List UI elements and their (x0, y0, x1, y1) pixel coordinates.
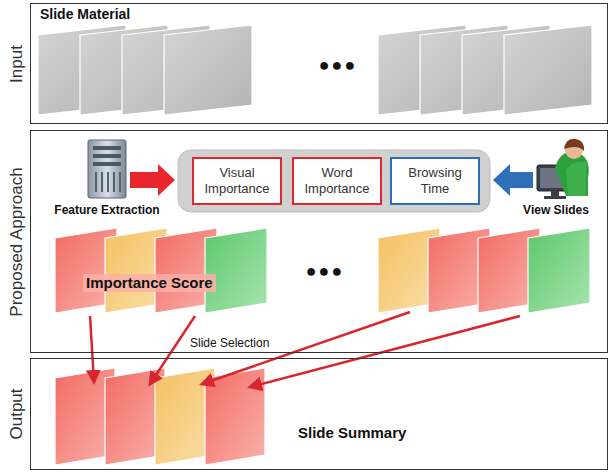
slide-thumbnail (164, 25, 252, 115)
slide-icons (38, 25, 592, 465)
section-panel: OutputSlide Summary (3, 358, 608, 470)
slide-thumbnail (504, 25, 592, 115)
user-icon (537, 139, 589, 199)
server-icon (88, 140, 126, 198)
annotation-label: View Slides (523, 203, 589, 217)
slide-thumbnail (205, 228, 267, 313)
ellipsis: ●●● (306, 261, 345, 283)
selection-arrows (90, 312, 520, 387)
input-arrow (130, 164, 175, 196)
section-panel: Input Slide Material (3, 3, 608, 124)
ellipsis: ●●● (319, 55, 358, 77)
feature-box: Word Importance (292, 157, 382, 205)
section-heading: Slide Summary (298, 424, 406, 442)
annotation-label: Slide Selection (190, 336, 269, 350)
input-arrow (493, 164, 533, 196)
section-heading: Slide Material (40, 6, 130, 23)
feature-box: Browsing Time (390, 157, 480, 205)
panel-border (30, 358, 608, 470)
section-label: Input (6, 45, 26, 83)
feature-box: Visual Importance (192, 157, 282, 205)
box-label: Visual Importance (198, 165, 276, 198)
box-label: Word Importance (298, 165, 376, 198)
annotation-label: Feature Extraction (54, 203, 159, 217)
slide-thumbnail (528, 228, 590, 313)
annotation-label: Importance Score (83, 274, 216, 292)
slide-thumbnail (205, 368, 265, 465)
section-panel: Visual Importance Word Importance Browsing… (3, 130, 608, 353)
section-label: Output (6, 388, 26, 439)
box-label: Browsing Time (396, 165, 474, 198)
feature-container (178, 150, 490, 212)
section-label: Proposed Approach (6, 167, 26, 316)
